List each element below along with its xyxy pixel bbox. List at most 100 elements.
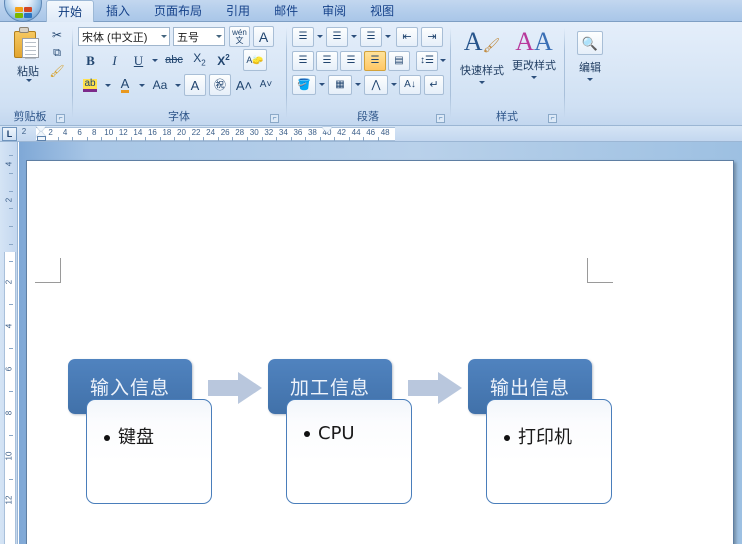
binoculars-button[interactable]: 🔍 (577, 31, 603, 55)
borders-caret[interactable] (355, 83, 361, 86)
grow-font-button[interactable]: A˄ (234, 75, 254, 95)
shrink-font-icon: A˅ (259, 79, 273, 90)
asian-layout-button[interactable]: ⋀ (364, 75, 388, 95)
font-dialog-launcher[interactable]: ⌐ (270, 114, 279, 123)
ribbon-tab-6[interactable]: 视图 (370, 4, 395, 18)
smartart-node-2-item-0[interactable]: CPU (304, 423, 355, 444)
smartart-process-diagram[interactable]: 输入信息 键盘 加工信息 CPU (68, 359, 668, 524)
ribbon-tabs: 开始插入 页面布局 引用 邮件 审阅 视图 (46, 0, 406, 22)
quick-styles-button[interactable]: A🖌 快速样式 (456, 29, 508, 84)
change-styles-caret[interactable] (531, 76, 537, 79)
strikethrough-button[interactable]: abc (162, 50, 186, 70)
justify-button[interactable]: ☰ (364, 51, 386, 71)
align-right-button[interactable]: ☰ (340, 51, 362, 71)
character-shading-button[interactable]: A (184, 74, 206, 96)
multilevel-list-icon: ☰ (366, 31, 376, 42)
office-button[interactable] (4, 0, 42, 22)
editing-caret[interactable] (587, 78, 593, 81)
paste-button-label[interactable]: 粘贴 (17, 66, 39, 78)
italic-button[interactable]: I (104, 50, 125, 70)
right-indent-marker[interactable] (322, 127, 332, 133)
font-name-caret[interactable] (161, 34, 167, 38)
text-highlight-button[interactable]: ab (78, 75, 102, 95)
shading-caret[interactable] (319, 83, 325, 86)
font-name-combo[interactable]: 宋体 (中文正) (78, 27, 170, 46)
clipboard-dialog-launcher[interactable]: ⌐ (56, 114, 65, 123)
bullets-caret[interactable] (317, 35, 323, 38)
ribbon-tab-5[interactable]: 审阅 (322, 4, 347, 18)
vruler-tick (9, 304, 13, 306)
hanging-indent-marker[interactable] (36, 131, 46, 137)
paragraph-dialog-launcher[interactable]: ⌐ (436, 114, 445, 123)
increase-indent-button[interactable]: ⇥ (421, 27, 443, 47)
clear-formatting-button[interactable]: A🧽 (243, 49, 267, 71)
ribbon-tab-2[interactable]: 页面布局 (154, 4, 203, 18)
ruler-tick (203, 137, 205, 141)
document-page[interactable]: 输入信息 键盘 加工信息 CPU (26, 160, 734, 544)
shrink-font-button[interactable]: A˅ (256, 75, 276, 95)
decrease-indent-button[interactable]: ⇤ (396, 27, 418, 47)
change-case-caret[interactable] (175, 84, 181, 87)
smartart-node-2-body[interactable] (286, 399, 412, 504)
underline-caret[interactable] (152, 59, 158, 62)
format-painter-button[interactable]: 🖌 (48, 63, 66, 79)
ribbon-tab-3[interactable]: 引用 (226, 4, 251, 18)
highlight-caret[interactable] (105, 84, 111, 87)
align-center-button[interactable]: ☰ (316, 51, 338, 71)
multilevel-caret[interactable] (385, 35, 391, 38)
cut-button[interactable]: ✂ (48, 27, 66, 43)
asian-layout-caret[interactable] (391, 83, 397, 86)
change-case-button[interactable]: Aa (147, 75, 173, 95)
shading-button[interactable]: 🪣 (292, 75, 316, 95)
left-indent-marker[interactable] (36, 136, 46, 141)
numbering-button[interactable]: ☰ (326, 27, 348, 47)
quick-styles-caret[interactable] (479, 81, 485, 84)
distribute-button[interactable]: ▤ (388, 51, 410, 71)
paste-dropdown-caret[interactable] (26, 79, 32, 82)
font-size-caret[interactable] (216, 34, 222, 38)
bold-button[interactable]: B (80, 50, 101, 70)
multilevel-list-button[interactable]: ☰ (360, 27, 382, 47)
copy-button[interactable]: ⧉ (48, 45, 66, 61)
underline-button[interactable]: U (128, 50, 149, 70)
sort-button[interactable]: A↓ (399, 75, 421, 95)
vruler-tick (9, 478, 13, 480)
smartart-node-1-body[interactable] (86, 399, 212, 504)
borders-button[interactable]: ▦ (328, 75, 352, 95)
show-marks-button[interactable]: ↵ (424, 75, 444, 95)
first-line-indent-marker[interactable] (36, 126, 46, 132)
smartart-node-1-item-0[interactable]: 键盘 (104, 423, 154, 449)
font-color-caret[interactable] (139, 84, 145, 87)
font-color-button[interactable]: A (114, 75, 136, 95)
change-styles-button[interactable]: AA 更改样式 (508, 29, 560, 79)
smartart-node-3-body[interactable] (486, 399, 612, 504)
superscript-button[interactable]: X2 (213, 50, 234, 70)
ribbon-tab-4[interactable]: 邮件 (274, 4, 299, 18)
styles-dialog-launcher[interactable]: ⌐ (548, 114, 557, 123)
character-border-button[interactable]: A (253, 26, 274, 47)
numbering-caret[interactable] (351, 35, 357, 38)
editing-button[interactable]: 🔍 编辑 (568, 31, 612, 81)
subscript-button[interactable]: X2 (189, 50, 210, 70)
line-spacing-caret[interactable] (440, 59, 446, 62)
ribbon-tab-0[interactable]: 开始 (46, 0, 95, 22)
ruler-tick (261, 137, 263, 141)
bullets-button[interactable]: ☰ (292, 27, 314, 47)
tab-stop-selector[interactable]: L (2, 127, 17, 141)
ribbon-tab-1[interactable]: 插入 (106, 4, 131, 18)
change-styles-icon: AA (515, 27, 553, 56)
enclose-character-button[interactable]: ㊗ (209, 74, 231, 96)
font-size-combo[interactable]: 五号 (173, 27, 225, 46)
align-left-button[interactable]: ☰ (292, 51, 314, 71)
smartart-node-3-item-0-text: 打印机 (518, 427, 572, 448)
ribbon-tab-bar: 开始插入 页面布局 引用 邮件 审阅 视图 (0, 0, 742, 22)
ruler-number-28: 28 (235, 128, 245, 137)
smartart-node-3-item-0[interactable]: 打印机 (504, 423, 572, 449)
document-canvas[interactable]: 输入信息 键盘 加工信息 CPU (19, 142, 742, 544)
line-spacing-button[interactable]: ↕☰ (416, 51, 438, 71)
quick-styles-icon: A🖌 (463, 27, 501, 56)
sort-az-icon: A↓ (404, 79, 416, 90)
